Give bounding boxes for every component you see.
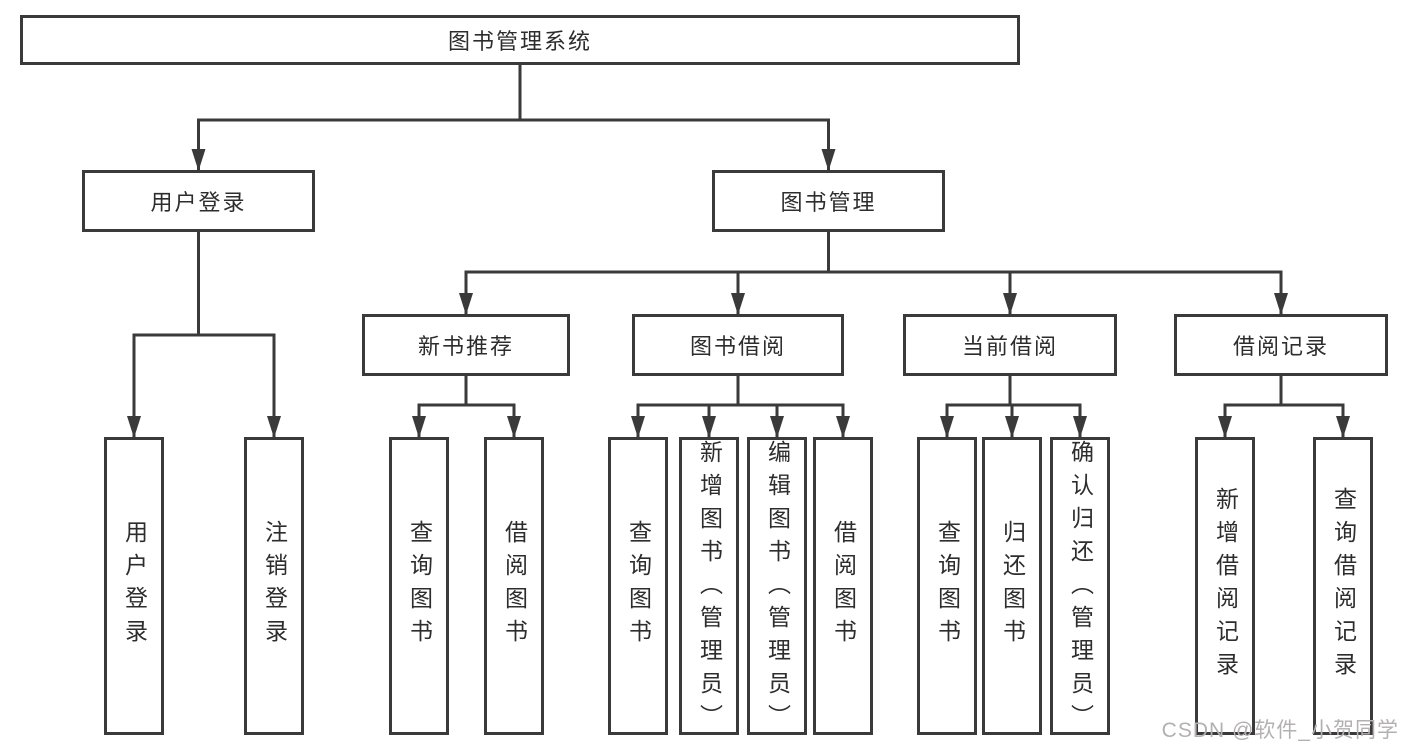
node-borrowing-records: 借阅记录: [1174, 314, 1388, 376]
leaf-user-login: 用户登录: [104, 437, 164, 735]
node-book-borrowing: 图书借阅: [632, 314, 844, 376]
node-user-login: 用户登录: [82, 170, 315, 232]
leaf-borrow-books: 借阅图书: [813, 437, 873, 735]
connector-current-to-leaves: [940, 376, 1087, 438]
connector-records-to-leaves: [1218, 376, 1350, 438]
node-library-management-system: 图书管理系统: [20, 15, 1020, 65]
connector-user-login-to-leaves: [127, 232, 281, 438]
node-book-management: 图书管理: [712, 170, 945, 232]
leaf-edit-books-admin: 编辑图书（管理员）: [747, 437, 807, 737]
leaf-add-borrow-record: 新增借阅记录: [1195, 437, 1255, 735]
leaf-query-books-current: 查询图书: [917, 437, 977, 735]
connector-root-to-level2: [191, 65, 836, 171]
leaf-return-books: 归还图书: [982, 437, 1042, 735]
connector-book-mgmt-to-level3: [459, 232, 1288, 315]
leaf-logout: 注销登录: [244, 437, 304, 735]
connector-borrow-to-leaves: [631, 376, 850, 438]
leaf-borrow-books-newbook: 借阅图书: [484, 437, 544, 735]
leaf-query-borrow-record: 查询借阅记录: [1313, 437, 1373, 735]
leaf-query-books-newbook: 查询图书: [389, 437, 449, 735]
leaf-confirm-return-admin: 确认归还（管理员）: [1050, 437, 1110, 737]
node-current-borrowing: 当前借阅: [903, 314, 1117, 376]
leaf-query-books-borrow: 查询图书: [608, 437, 668, 735]
connector-new-book-to-leaves: [412, 376, 521, 438]
node-new-book-recommend: 新书推荐: [362, 314, 570, 376]
leaf-add-books-admin: 新增图书（管理员）: [679, 437, 739, 737]
